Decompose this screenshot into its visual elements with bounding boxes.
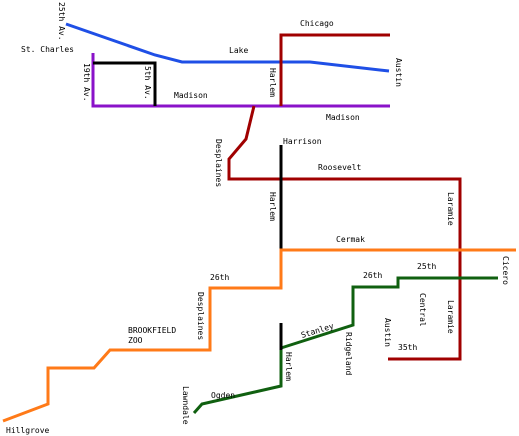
stanley-route-line	[280, 276, 498, 350]
label-lawndale: Lawndale	[181, 386, 190, 425]
label-laramie-south: Laramie	[446, 300, 455, 334]
cermak-route-line	[2, 248, 516, 423]
chicago-route-line	[279, 33, 390, 106]
label-cermak: Cermak	[336, 235, 365, 244]
laramie-austin-route-line	[388, 336, 462, 361]
fifth-ave-route-line	[93, 61, 157, 106]
label-harlem-mid: Harlem	[268, 192, 277, 221]
label-desplaines-south: Desplaines	[196, 292, 205, 340]
label-hillgrove: Hillgrove	[6, 426, 50, 435]
label-19th-ave: 19th Av.	[82, 63, 91, 102]
label-brookfield: BROOKFIELD	[128, 326, 176, 335]
label-25th: 25th	[417, 262, 436, 271]
label-central: Central	[418, 293, 427, 327]
label-5th-ave: 5th Av.	[143, 66, 152, 100]
label-harlem-bottom: Harlem	[284, 352, 293, 381]
label-26th-east: 26th	[363, 271, 382, 280]
label-harlem-top: Harlem	[268, 68, 277, 97]
label-cicero: Cicero	[501, 256, 510, 285]
label-austin-south: Austin	[383, 318, 392, 347]
label-chicago: Chicago	[300, 19, 334, 28]
lake-route-line	[65, 22, 390, 73]
ogden-route-line	[192, 348, 283, 414]
label-harrison: Harrison	[283, 137, 322, 146]
label-lake: Lake	[229, 46, 248, 55]
label-35th: 35th	[398, 343, 417, 352]
label-desplaines-north: Desplaines	[214, 139, 223, 187]
label-brookfield-zoo: ZOO	[128, 336, 143, 345]
label-st-charles: St. Charles	[21, 45, 74, 54]
roosevelt-route-line	[227, 105, 462, 336]
label-austin-top: Austin	[394, 58, 403, 87]
label-madison-west: Madison	[174, 91, 208, 100]
label-roosevelt: Roosevelt	[318, 163, 362, 172]
label-25th-ave: 25th Av.	[57, 2, 66, 41]
label-ridgeland: Ridgeland	[344, 332, 353, 376]
madison-route-line	[91, 53, 390, 108]
label-ogden: Ogden	[211, 391, 235, 400]
label-madison-east: Madison	[326, 113, 360, 122]
label-laramie-north: Laramie	[446, 192, 455, 226]
label-26th-west: 26th	[210, 273, 229, 282]
